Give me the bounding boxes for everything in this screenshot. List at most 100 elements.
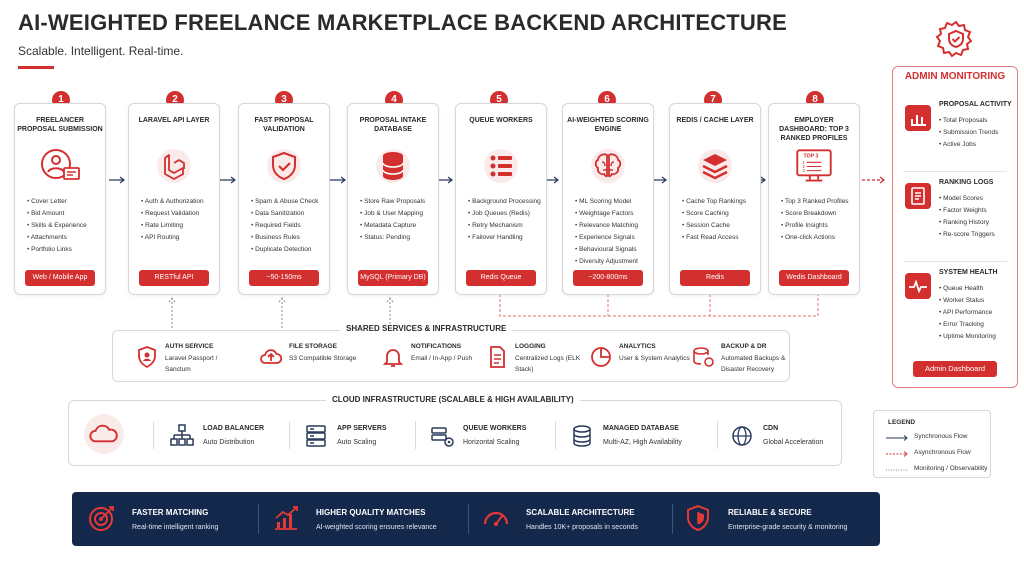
list-item: Status: Pending xyxy=(360,232,434,244)
cloud-item-title: MANAGED DATABASE xyxy=(603,425,679,432)
admin-section-title: PROPOSAL ACTIVITY xyxy=(939,101,1012,108)
legend-asynchronous: Asynchronous Flow xyxy=(886,449,990,459)
list-item: Skills & Experience xyxy=(27,220,101,232)
pipeline-step-queue-workers[interactable]: QUEUE WORKERS Background Processing Job … xyxy=(455,103,547,295)
monitoring-arrow xyxy=(862,176,885,184)
list-item: Factor Weights xyxy=(939,205,995,217)
cloud-cdn[interactable]: CDN Global Acceleration xyxy=(729,421,837,455)
divider xyxy=(415,421,416,449)
card-tag-button[interactable]: Web / Mobile App xyxy=(25,270,95,286)
card-tag-button[interactable]: Wedis Dashboard xyxy=(779,270,849,286)
list-item: Score Caching xyxy=(682,208,756,220)
page-title: AI-WEIGHTED FREELANCE MARKETPLACE BACKEN… xyxy=(18,10,787,35)
list-item: Session Cache xyxy=(682,220,756,232)
brain-icon xyxy=(591,149,625,183)
list-item: Data Sanitization xyxy=(251,208,325,220)
list-item: Failover Handling xyxy=(468,232,542,244)
dotted-line-icon xyxy=(886,469,908,471)
list-item: Retry Mechanism xyxy=(468,220,542,232)
service-backup[interactable]: BACKUP & DR Automated Backups & Disaster… xyxy=(691,343,789,377)
list-item: Cache Top Rankings xyxy=(682,196,756,208)
cloud-infrastructure-label: CLOUD INFRASTRUCTURE (SCALABLE & HIGH AV… xyxy=(326,395,580,404)
trend-up-icon xyxy=(275,506,298,530)
pipeline-step-proposal-submission[interactable]: FREELANCER PROPOSAL SUBMISSION Cover Let… xyxy=(14,103,106,295)
service-file-storage[interactable]: FILE STORAGE S3 Compatible Storage xyxy=(259,343,359,377)
cloud-managed-database[interactable]: MANAGED DATABASE Multi-AZ, High Availabi… xyxy=(569,421,709,455)
cloud-upload-icon xyxy=(260,349,283,364)
card-tag-button[interactable]: Redis Queue xyxy=(466,270,536,286)
card-title: QUEUE WORKERS xyxy=(469,117,533,124)
divider xyxy=(258,504,259,534)
service-auth[interactable]: AUTH SERVICE Laravel Passport / Sanctum xyxy=(135,343,235,377)
card-tag-button[interactable]: ~200-800ms xyxy=(573,270,643,286)
card-tag-button[interactable]: MySQL (Primary DB) xyxy=(358,270,428,286)
service-desc: User & System Analytics xyxy=(619,355,690,362)
list-item: Worker Status xyxy=(939,295,996,307)
admin-list: Model Scores Factor Weights Ranking Hist… xyxy=(939,193,995,241)
list-item: Score Breakdown xyxy=(781,208,855,220)
service-title: FILE STORAGE xyxy=(289,343,337,350)
service-desc: Automated Backups & Disaster Recovery xyxy=(721,355,786,373)
service-desc: Email / In-App / Push xyxy=(411,355,473,362)
list-item: Required Fields xyxy=(251,220,325,232)
divider xyxy=(289,421,290,449)
legend-label: Synchronous Flow xyxy=(914,433,968,440)
feature-list: Background Processing Job Queues (Redis)… xyxy=(468,196,542,244)
legend-label: Asynchronous Flow xyxy=(914,449,971,456)
pipeline-step-intake-db[interactable]: PROPOSAL INTAKE DATABASE Store Raw Propo… xyxy=(347,103,439,295)
list-item: Business Rules xyxy=(251,232,325,244)
queue-list-icon xyxy=(484,149,518,183)
list-item: API Routing xyxy=(141,232,215,244)
list-item: Diversity Adjustment xyxy=(575,256,649,268)
service-logging[interactable]: LOGGING Centralized Logs (ELK Stack) xyxy=(485,343,585,377)
list-item: Job & User Mapping xyxy=(360,208,434,220)
user-form-icon xyxy=(41,149,80,180)
list-item: Auth & Authorization xyxy=(141,196,215,208)
cloud-item-desc: Global Acceleration xyxy=(763,439,824,446)
monitor-rank-3: 3 xyxy=(803,168,806,173)
card-title: FREELANCER PROPOSAL SUBMISSION xyxy=(17,117,103,133)
cloud-infrastructure-panel: LOAD BALANCER Auto Distribution APP SERV… xyxy=(68,400,842,466)
pipeline-step-api-layer[interactable]: LARAVEL API LAYER Auth & Authorization R… xyxy=(128,103,220,295)
feature-list: Top 3 Ranked Profiles Score Breakdown Pr… xyxy=(781,196,855,244)
list-item: Attachments xyxy=(27,232,101,244)
pipeline-step-redis-cache[interactable]: REDIS / CACHE LAYER Cache Top Rankings S… xyxy=(669,103,761,295)
shared-services-label: SHARED SERVICES & INFRASTRUCTURE xyxy=(340,324,513,333)
list-item: Submission Trends xyxy=(939,127,998,139)
card-tag-button[interactable]: ~50-150ms xyxy=(249,270,319,286)
feature-list: Auth & Authorization Request Validation … xyxy=(141,196,215,244)
cloud-app-servers[interactable]: APP SERVERS Auto Scaling xyxy=(303,421,403,455)
benefit-desc: Handles 10K+ proposals in seconds xyxy=(526,524,638,531)
divider xyxy=(153,421,154,449)
list-item: Job Queues (Redis) xyxy=(468,208,542,220)
card-tag-button[interactable]: RESTful API xyxy=(139,270,209,286)
admin-section-system-health[interactable]: SYSTEM HEALTH Queue Health Worker Status… xyxy=(899,267,1013,353)
service-notifications[interactable]: NOTIFICATIONS Email / In-App / Push xyxy=(381,343,481,377)
flow-arrow xyxy=(437,176,453,184)
admin-section-ranking-logs[interactable]: RANKING LOGS Model Scores Factor Weights… xyxy=(899,177,1013,247)
benefit-desc: AI-weighted scoring ensures relevance xyxy=(316,524,437,531)
cloud-queue-workers[interactable]: QUEUE WORKERS Horizontal Scaling xyxy=(429,421,549,455)
list-item: Queue Health xyxy=(939,283,996,295)
service-analytics[interactable]: ANALYTICS User & System Analytics xyxy=(589,343,690,377)
admin-dashboard-button[interactable]: Admin Dashboard xyxy=(913,361,997,377)
admin-section-proposal-activity[interactable]: PROPOSAL ACTIVITY Total Proposals Submis… xyxy=(899,99,1013,159)
divider xyxy=(903,261,1007,262)
cloud-item-desc: Multi-AZ, High Availability xyxy=(603,439,682,446)
shared-services-panel: AUTH SERVICE Laravel Passport / Sanctum … xyxy=(112,330,790,382)
target-icon xyxy=(89,506,114,531)
pipeline-step-employer-dashboard[interactable]: EMPLOYER DASHBOARD: TOP 3 RANKED PROFILE… xyxy=(768,103,860,295)
gear-shield-icon xyxy=(935,20,973,58)
pipeline-step-scoring-engine[interactable]: AI-WEIGHTED SCORING ENGINE ML Scoring Mo… xyxy=(562,103,654,295)
pipeline-step-validation[interactable]: FAST PROPOSAL VALIDATION Spam & Abuse Ch… xyxy=(238,103,330,295)
benefit-title: FASTER MATCHING xyxy=(132,508,209,517)
service-desc: Centralized Logs (ELK Stack) xyxy=(515,355,581,373)
list-item: Ranking History xyxy=(939,217,995,229)
list-item: Metadata Capture xyxy=(360,220,434,232)
cloud-load-balancer[interactable]: LOAD BALANCER Auto Distribution xyxy=(169,421,279,455)
card-tag-button[interactable]: Redis xyxy=(680,270,750,286)
card-title: EMPLOYER DASHBOARD: TOP 3 RANKED PROFILE… xyxy=(779,117,849,142)
list-item: Experience Signals xyxy=(575,232,649,244)
cloud-item-desc: Horizontal Scaling xyxy=(463,439,520,446)
card-title: REDIS / CACHE LAYER xyxy=(676,117,754,124)
